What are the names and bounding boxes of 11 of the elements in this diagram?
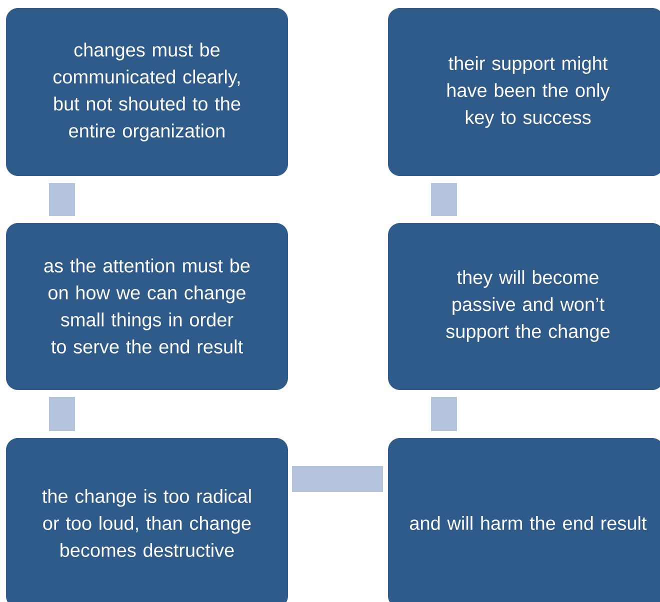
process-box: and will harm the end result [388, 438, 660, 602]
connector-bar [49, 397, 75, 431]
process-box: their support might have been the only key to success [388, 8, 660, 176]
connector-bar [292, 466, 383, 492]
process-box: changes must be communicated clearly, but not shouted to the entire organization [6, 8, 288, 176]
process-box: they will become passive and won’t support the change [388, 223, 660, 390]
process-box: as the attention must be on how we can change small things in order to serve the end result [6, 223, 288, 390]
process-box: the change is too radical or too loud, than change becomes destructive [6, 438, 288, 602]
connector-bar [431, 397, 457, 431]
connector-bar [49, 183, 75, 216]
connector-bar [431, 183, 457, 216]
